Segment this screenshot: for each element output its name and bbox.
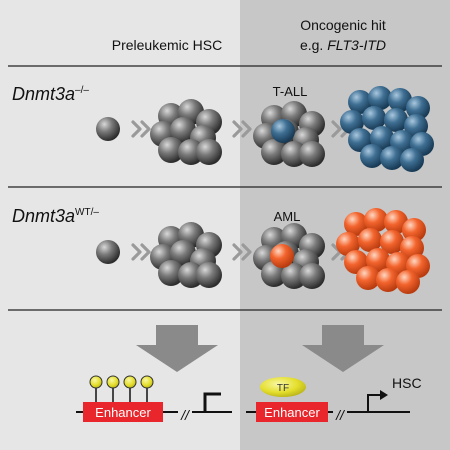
chevron-stroke <box>232 243 243 261</box>
preleukemic-cell <box>170 240 196 266</box>
chevron-stroke <box>140 120 151 138</box>
preleukemic-cell <box>196 139 222 165</box>
transcription-arrowhead-icon <box>380 390 388 400</box>
enhancer-box-left <box>83 402 163 422</box>
t-all-tumour-cell <box>340 110 364 134</box>
enhancer-label-right: Enhancer <box>264 405 320 420</box>
down-arrow-right <box>302 325 384 372</box>
t-all-tumour-cell <box>406 96 430 120</box>
dna-break-gap-left <box>178 402 192 422</box>
oncogene-example-prefix: e.g. <box>300 37 327 53</box>
t-all-tumour-cell <box>370 126 394 150</box>
promoter-active-arrow <box>367 394 381 412</box>
hit-cluster-cell <box>299 263 325 289</box>
t-all-tumour-cell <box>360 144 384 168</box>
double-chevron-icon <box>131 243 151 261</box>
cell-clusters <box>96 86 434 294</box>
oncogene-example-label: e.g. FLT3-ITD <box>300 37 386 53</box>
aml-tumour-cell <box>356 266 380 290</box>
t-all-tumour-cell <box>362 106 386 130</box>
genotype-label-row2: Dnmt3aWT/– <box>12 206 99 226</box>
genotype-superscript-row2: WT/– <box>75 207 99 218</box>
t-all-tumour-cell <box>348 90 372 114</box>
preleukemic-cell <box>196 262 222 288</box>
preleukemic-hsc-label: Preleukemic HSC <box>112 37 222 53</box>
preleukemic-cell <box>178 262 204 288</box>
hit-cluster-cell <box>281 141 307 167</box>
aml-tumour-cell <box>396 270 420 294</box>
down-arrow-left <box>136 325 218 372</box>
chevron-stroke <box>232 120 243 138</box>
methylation-lollipop <box>123 375 137 389</box>
genotype-label-row1: Dnmt3a–/– <box>12 84 89 104</box>
double-chevron-icon <box>131 120 151 138</box>
hsc-output-label: HSC <box>392 375 422 391</box>
methylation-marks <box>89 375 154 402</box>
t-all-tumour-cell <box>400 148 424 172</box>
chevron-stroke <box>241 120 252 138</box>
oncogene-name: FLT3-ITD <box>327 37 386 53</box>
transformed-cell-orange <box>270 244 294 268</box>
t-all-tumour-cell <box>368 86 392 110</box>
genotype-base-row2: Dnmt3a <box>12 206 75 226</box>
transformed-cell-blue <box>271 119 295 143</box>
aml-tumour-cell <box>402 218 426 242</box>
left-panel-bg <box>0 0 240 450</box>
hit-cluster-cell <box>261 139 287 165</box>
aml-tumour-cell <box>384 210 408 234</box>
enhancer-label-left: Enhancer <box>95 405 151 420</box>
aml-tumour-cell <box>376 268 400 292</box>
t-all-tumour-cell <box>380 146 404 170</box>
chevron-stroke <box>131 243 142 261</box>
methylation-lollipop <box>89 375 103 389</box>
genotype-superscript-row1: –/– <box>75 85 89 96</box>
double-chevron-icon <box>232 120 252 138</box>
hsc-single-cell <box>96 240 120 264</box>
hsc-single-cell <box>96 117 120 141</box>
dna-break-right: // <box>335 407 346 423</box>
chevron-stroke <box>331 120 342 138</box>
aml-tumour-cell <box>366 248 390 272</box>
aml-tumour-cell <box>364 208 388 232</box>
t-all-label: T-ALL <box>273 84 308 99</box>
aml-label: AML <box>274 209 301 224</box>
preleukemic-cell <box>158 260 184 286</box>
dna-break-left: // <box>180 407 191 423</box>
methylation-lollipop <box>140 375 154 389</box>
oncogenic-hit-label: Oncogenic hit <box>300 17 386 33</box>
genotype-base-row1: Dnmt3a <box>12 84 75 104</box>
t-all-tumour-cell <box>388 88 412 112</box>
aml-tumour-cell <box>336 232 360 256</box>
double-chevron-icon <box>232 243 252 261</box>
preleukemic-cell <box>158 137 184 163</box>
hit-cluster-cell <box>281 263 307 289</box>
promoter-blocked-icon <box>203 392 221 412</box>
aml-tumour-cell <box>380 230 404 254</box>
t-all-tumour-cell <box>384 108 408 132</box>
chevron-stroke <box>131 120 142 138</box>
enhancer-box-right <box>256 402 328 422</box>
preleukemic-cell <box>170 117 196 143</box>
chevron-stroke <box>140 243 151 261</box>
aml-tumour-cell <box>358 228 382 252</box>
hit-cluster-cell <box>299 141 325 167</box>
dna-break-gap-right <box>333 402 347 422</box>
transcription-factor-ellipse <box>260 377 306 397</box>
tf-label: TF <box>277 383 289 394</box>
chevron-stroke <box>241 243 252 261</box>
aml-tumour-cell <box>344 212 368 236</box>
methylation-lollipop <box>106 375 120 389</box>
preleukemic-cell <box>178 139 204 165</box>
